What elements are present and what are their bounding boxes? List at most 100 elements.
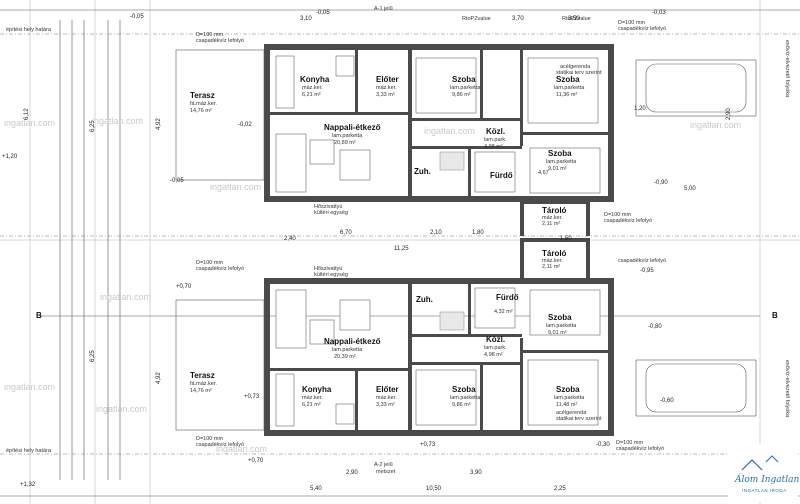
level-mark: -0,80 [648, 324, 662, 330]
dimension: 3,70 [512, 16, 524, 22]
rain-channel-top: esővíz-elvezető folyóka [784, 40, 790, 98]
furniture-bottom [275, 287, 601, 427]
beam-static-bot: statikai terv szerint [556, 416, 602, 422]
level-mark: -0,90 [654, 180, 668, 186]
house-roof-icon [765, 455, 779, 463]
dimension: 6,12 [24, 108, 30, 120]
room-area: 14,76 m² [190, 108, 212, 114]
room-name: Szoba [548, 149, 572, 158]
room-floor: máz.ker. [376, 395, 397, 401]
dimension: 3,10 [300, 16, 312, 22]
watermark: ingatlan.com [424, 126, 475, 136]
room-name: Zuh. [416, 295, 433, 304]
room-area: 3,33 m² [376, 92, 395, 98]
section-marker-right: B [772, 311, 778, 320]
dimension: 3,90 [470, 470, 482, 476]
left-dimension-chain [59, 20, 121, 480]
house-roof-icon [741, 459, 763, 471]
furniture-top [275, 55, 601, 194]
drain-note-r1: csapadékvíz lefolyó [604, 218, 652, 224]
drain-note-bot: csapadékvíz lefolyó [196, 442, 244, 448]
room-area: 4,32 m² [494, 309, 513, 315]
dimension: 5,40 [310, 486, 322, 492]
section-label-metszet: metszet [376, 469, 396, 475]
rooms-bottom: Terasz fá.máz.ker. 14,76 m² Konyha máz.k… [190, 249, 585, 408]
watermark: ingatlan.com [92, 116, 143, 126]
room-name: Szoba [556, 75, 580, 84]
heatpump-unit-top: kültéri egység [314, 210, 348, 216]
room-name: Közl. [486, 335, 505, 344]
room-floor: máz.ker. [542, 215, 563, 221]
terraces [175, 49, 265, 431]
room-floor: lam.park. [484, 137, 507, 143]
room-floor: lam.parketta [332, 133, 363, 139]
drain-note-top-d: D=100 mm [196, 32, 223, 38]
dimension: 10,50 [426, 486, 442, 492]
room-floor: máz.ker. [376, 85, 397, 91]
room-floor: lam.parketta [332, 347, 363, 353]
dimension: 2,40 [284, 236, 296, 242]
beam-note-top: acélgerenda [560, 64, 591, 70]
room-name: Előter [376, 385, 399, 394]
drain-note-r2: csapadékvíz lefolyó [618, 258, 666, 264]
room-name: Terasz [190, 371, 215, 380]
section-marker-left: B [36, 311, 42, 320]
level-mark: -0,03 [652, 10, 666, 16]
room-floor: lam.parketta [554, 85, 585, 91]
level-mark: +0,70 [176, 284, 192, 290]
level-mark: -0,05 [316, 10, 330, 16]
dimension: 2,25 [554, 486, 566, 492]
room-area: 20,39 m² [334, 354, 356, 360]
room-area: 6,21 m² [302, 92, 321, 98]
beam-note-bot: acélgerenda [556, 410, 587, 416]
dimension: 11,25 [394, 246, 409, 252]
room-floor: fá.máz.ker. [190, 381, 217, 387]
level-mark: +0,73 [420, 442, 436, 448]
level-mark: -0,05 [130, 14, 144, 20]
level-mark: -0,02 [238, 122, 252, 128]
dimension: 4,92 [156, 372, 162, 384]
room-name: Szoba [452, 75, 476, 84]
level-mark: +0,70 [248, 458, 264, 464]
dimension: 2,10 [430, 230, 442, 236]
room-floor: lam.parketta [450, 85, 481, 91]
room-area: 14,76 m² [190, 388, 212, 394]
room-area: 4,98 m² [484, 352, 503, 358]
dimension: 1,50 [560, 236, 572, 242]
watermark: ingatlan.com [100, 292, 151, 302]
brand-tagline: INGATLAN IRODA [742, 488, 787, 493]
watermark: ingatlan.com [210, 182, 261, 192]
dimension: 5,00 [684, 186, 696, 192]
room-area: 9,86 m² [452, 92, 471, 98]
level-mark: -0,30 [596, 442, 610, 448]
topz-label-2: RtoPZvalue [562, 16, 591, 22]
watermark: ingatlan.com [690, 120, 741, 130]
room-area: 9,01 m² [548, 330, 567, 336]
room-name: Szoba [556, 385, 580, 394]
rain-channel-bot: esővíz-elvezető folyóka [784, 360, 790, 418]
watermark: ingatlan.com [216, 444, 267, 454]
brand-name: Álom Ingatlan [734, 473, 800, 485]
room-area: 4,67 [538, 170, 549, 176]
watermarks: ingatlan.com ingatlan.com ingatlan.com i… [4, 116, 741, 454]
drain-note-top: csapadékvíz lefolyó [196, 38, 244, 44]
room-name: Tároló [542, 249, 567, 258]
plot-border-label-bottom: építési hely határa [6, 448, 52, 454]
section-label-top: A-1 jelű [374, 6, 393, 12]
room-floor: máz.ker. [542, 258, 563, 264]
room-area: 2,11 m² [542, 221, 560, 227]
dimension: 2,90 [726, 108, 732, 120]
watermark: ingatlan.com [4, 382, 55, 392]
room-name: Tároló [542, 206, 567, 215]
drain-note-mid: csapadékvíz lefolyó [196, 266, 244, 272]
heatpump-bot: Hőszivattyú [314, 266, 342, 272]
room-floor: fá.máz.ker. [190, 101, 217, 107]
room-area: 3,33 m² [376, 402, 395, 408]
watermark: ingatlan.com [4, 118, 55, 128]
room-name: Közl. [486, 127, 505, 136]
room-name: Előter [376, 75, 399, 84]
drain-note-tr: csapadékvíz lefolyó [618, 26, 666, 32]
watermark: ingatlan.com [96, 404, 147, 414]
